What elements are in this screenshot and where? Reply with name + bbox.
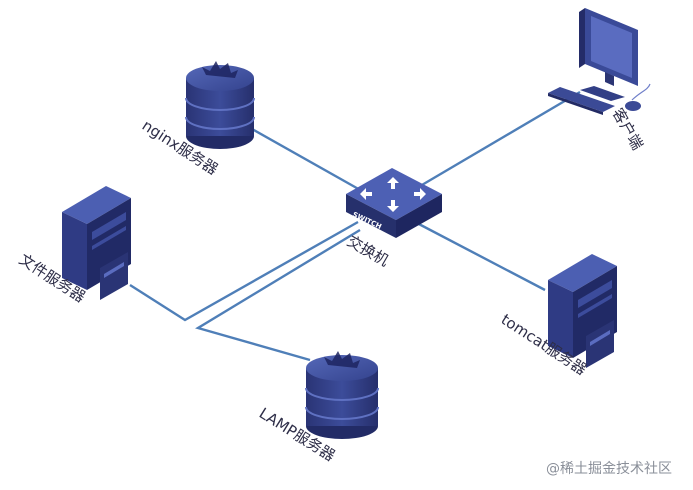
connection-lines xyxy=(129,90,581,362)
link-switch-tomcat xyxy=(414,220,546,292)
file-server-icon[interactable] xyxy=(62,186,131,300)
tomcat-server-icon[interactable] xyxy=(548,254,617,368)
link-file-switch xyxy=(129,220,359,322)
watermark-text: @稀土掘金技术社区 xyxy=(546,461,672,477)
nginx-server-icon[interactable] xyxy=(185,61,255,149)
client-computer-icon[interactable] xyxy=(548,8,651,115)
lamp-server-icon[interactable] xyxy=(305,351,379,439)
client-label: 客户端 xyxy=(609,105,647,153)
link-client-switch xyxy=(409,90,581,194)
link-nginx-switch xyxy=(244,123,379,202)
link-lamp-switch xyxy=(195,228,361,362)
switch-label: 交换机 xyxy=(344,232,392,270)
